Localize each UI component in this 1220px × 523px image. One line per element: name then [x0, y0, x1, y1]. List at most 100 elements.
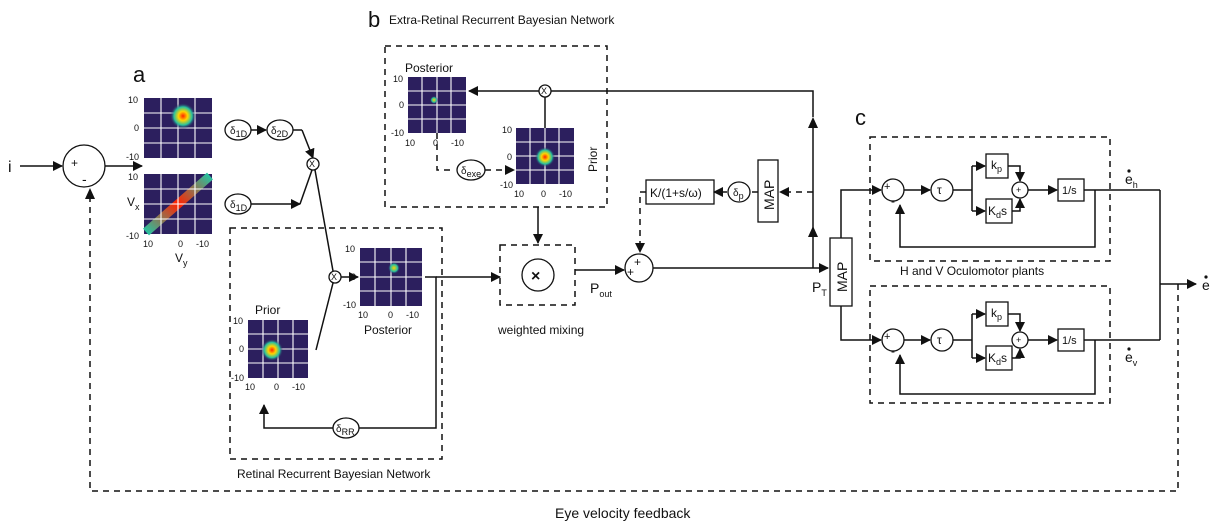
- v-kd-label: Kds: [988, 351, 1007, 367]
- out-sum-plus-top: +: [634, 255, 641, 269]
- tick-label: -10: [231, 373, 244, 383]
- d1d-bottom-to-mult: [299, 169, 313, 205]
- v-pd-sum-plus: +: [1016, 335, 1021, 345]
- tick-label: 0: [433, 138, 438, 148]
- sum-plus: +: [71, 156, 78, 170]
- tick-label: 10: [143, 239, 153, 249]
- e-out-label: e: [1202, 277, 1210, 293]
- h-integrator-label: 1/s: [1062, 185, 1077, 197]
- out-sum-plus-left: +: [627, 265, 634, 279]
- e-out-dot: [1204, 275, 1208, 279]
- tick-label: -10: [559, 189, 572, 199]
- mult-node-top: [306, 157, 320, 171]
- h-kd-to-sum: [1012, 198, 1025, 212]
- tick-label: 0: [274, 382, 279, 392]
- input-label: i: [8, 159, 12, 176]
- d2d-to-mult-arrow: [301, 129, 315, 159]
- tick-label: 0: [541, 189, 546, 199]
- tick-label: 10: [128, 172, 138, 182]
- v-kp-to-sum: [1008, 313, 1025, 332]
- tick-label: 0: [178, 239, 183, 249]
- h-feedback-loop: [895, 190, 1096, 248]
- map-block-feedback: [757, 159, 779, 223]
- tick-label: 0: [134, 123, 139, 133]
- v-kd-to-sum: [1012, 348, 1025, 359]
- panel-letter-b: b: [368, 7, 380, 32]
- extra-retinal-network-box: [384, 45, 608, 208]
- delta-1d-top-label: δ1D: [230, 126, 248, 139]
- h-kd-label: Kds: [988, 204, 1007, 220]
- extra-prior-heatmap: [516, 128, 574, 184]
- mixing-symbol: ×: [531, 268, 540, 285]
- tick-label: 0: [399, 100, 404, 110]
- tick-label: 0: [351, 272, 356, 282]
- map-to-v-plant-line: [840, 306, 870, 341]
- p-t-label: PT: [812, 279, 827, 298]
- exe-loop-left: [436, 133, 455, 171]
- tick-label: 10: [245, 382, 255, 392]
- h-plant-box: [869, 136, 1111, 262]
- v-kd-block: [985, 345, 1013, 371]
- mult-node-extra-label: X: [541, 86, 547, 96]
- tick-label: -10: [343, 300, 356, 310]
- tick-label: 10: [405, 138, 415, 148]
- tick-label: -10: [451, 138, 464, 148]
- v-sum-plus: +: [884, 331, 890, 343]
- feedback-label: Eye velocity feedback: [555, 505, 691, 521]
- tick-label: -10: [126, 231, 139, 241]
- map-block-main-label: MAP: [834, 262, 850, 292]
- tick-label: -10: [391, 128, 404, 138]
- tick-label: 10: [233, 316, 243, 326]
- extra-prior-label: Prior: [586, 147, 600, 172]
- lowpass-to-sum-arrow: [635, 191, 646, 253]
- top-velocity-heatmap: [144, 98, 212, 158]
- ev-dot: [1127, 347, 1131, 351]
- extra-posterior-label: Posterior: [405, 61, 453, 75]
- pt-branch-mid-arrowhead: [808, 226, 818, 237]
- prior-to-mult-line: [315, 282, 334, 351]
- v-sum-minus: -: [891, 344, 895, 358]
- tick-label: 10: [514, 189, 524, 199]
- map-to-h-plant-line: [840, 189, 870, 238]
- retinal-recurrent-line: [359, 276, 437, 429]
- retinal-prior-heatmap: [248, 320, 308, 378]
- mult-node-retinal-label: X: [331, 272, 337, 282]
- delta-2d-label: δ2D: [271, 126, 289, 139]
- tick-label: 0: [388, 310, 393, 320]
- ev-label: ev: [1125, 349, 1138, 368]
- tick-label: 10: [128, 95, 138, 105]
- delta-rr-label: δRR: [336, 424, 355, 437]
- mult-top-to-mult-mid: [314, 169, 334, 272]
- retinal-network-box: [229, 227, 443, 460]
- h-sum-plus: +: [884, 181, 890, 193]
- extra-retinal-title: Extra-Retinal Recurrent Bayesian Network: [389, 13, 615, 27]
- h-kp-label: kp: [991, 158, 1002, 174]
- v-kp-label: kp: [991, 306, 1002, 322]
- h-pd-sum-plus: +: [1016, 185, 1021, 195]
- retinal-prior-label: Prior: [255, 303, 280, 317]
- panel-letter-c: c: [855, 105, 866, 130]
- h-kp-to-sum: [1008, 165, 1025, 182]
- retinal-title: Retinal Recurrent Bayesian Network: [237, 467, 431, 481]
- eh-label: eh: [1125, 171, 1138, 190]
- tick-label: 0: [239, 344, 244, 354]
- pt-branch-up-arrowhead: [808, 117, 818, 128]
- v-feedback-loop: [895, 340, 1096, 395]
- retinal-posterior-label: Posterior: [364, 323, 412, 337]
- mult-node-top-label: X: [309, 159, 315, 169]
- panel-letter-a: a: [133, 62, 146, 87]
- delta-exe-label: δexe: [461, 166, 481, 179]
- vx-label: Vx: [127, 195, 140, 212]
- tick-label: -10: [126, 152, 139, 162]
- map-block-feedback-label: MAP: [761, 180, 777, 210]
- delta-p-label: δp: [733, 188, 744, 201]
- v-plant-box: [869, 285, 1111, 404]
- p-out-label: Pout: [590, 280, 612, 299]
- extra-posterior-heatmap: [408, 77, 466, 133]
- tick-label: 10: [358, 310, 368, 320]
- tick-label: -10: [406, 310, 419, 320]
- plants-title: H and V Oculomotor plants: [900, 264, 1044, 278]
- delta-p: [727, 181, 751, 203]
- feedback-arrowhead: [85, 188, 95, 199]
